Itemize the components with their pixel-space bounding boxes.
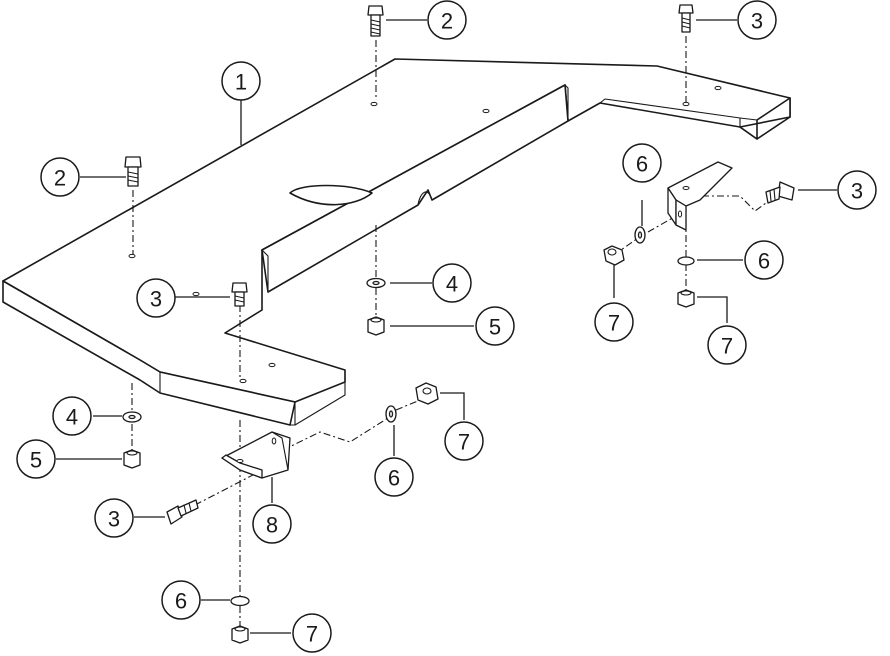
nut-right xyxy=(677,289,695,308)
callout-7: 7 xyxy=(444,421,484,461)
callout-4-label: 4 xyxy=(446,272,458,297)
callout-6: 6 xyxy=(161,580,201,620)
bolt-top-center xyxy=(367,5,384,37)
callout-5: 5 xyxy=(16,439,56,479)
callout-2: 2 xyxy=(40,157,80,197)
nut-mid xyxy=(367,316,385,336)
nut-left xyxy=(123,449,141,469)
mounting-plate xyxy=(2,58,791,426)
leader-lines xyxy=(56,19,837,634)
callout-6-label: 6 xyxy=(388,466,400,491)
callout-8-label: 8 xyxy=(266,513,278,538)
callout-7-label: 7 xyxy=(458,430,470,455)
bolt-bottom xyxy=(166,499,199,525)
callout-7-label: 7 xyxy=(608,311,620,336)
bracket-bottom xyxy=(221,431,291,479)
hardware xyxy=(122,4,795,644)
callout-5: 5 xyxy=(475,306,515,346)
callout-6-label: 6 xyxy=(636,152,648,177)
callout-6-label: 6 xyxy=(175,589,187,614)
callout-3: 3 xyxy=(94,498,134,538)
callouts: 1 2 2 3 3 3 3 4 xyxy=(16,0,877,653)
nut-bottom xyxy=(231,625,249,644)
bolt-right xyxy=(765,181,795,204)
callout-7-label: 7 xyxy=(721,334,733,359)
callout-5-label: 5 xyxy=(30,448,42,473)
callout-7: 7 xyxy=(292,613,332,653)
callout-2-label: 2 xyxy=(441,9,453,34)
callout-3-label: 3 xyxy=(751,9,763,34)
callout-3-label: 3 xyxy=(150,287,162,312)
washer-right xyxy=(677,256,695,266)
callout-4: 4 xyxy=(432,263,472,303)
callout-6-label: 6 xyxy=(758,249,770,274)
callout-7: 7 xyxy=(594,302,634,342)
callout-3-label: 3 xyxy=(851,179,863,204)
callout-1: 1 xyxy=(221,61,261,101)
callout-4: 4 xyxy=(52,396,92,436)
callout-7: 7 xyxy=(707,325,747,365)
callout-1-label: 1 xyxy=(235,70,247,95)
callout-3: 3 xyxy=(737,0,777,40)
bracket-right xyxy=(667,161,733,231)
bolt-top-right xyxy=(678,4,694,33)
nut-right-left xyxy=(603,245,625,266)
callout-6: 6 xyxy=(622,143,662,183)
callout-6: 6 xyxy=(744,240,784,280)
callout-7-label: 7 xyxy=(306,622,318,647)
callout-2-label: 2 xyxy=(54,166,66,191)
callout-3: 3 xyxy=(837,170,877,210)
callout-6: 6 xyxy=(374,457,414,497)
callout-3-label: 3 xyxy=(108,507,120,532)
bolt-mid xyxy=(231,282,248,307)
callout-4-label: 4 xyxy=(66,405,78,430)
washer-bottom xyxy=(230,595,250,607)
callout-2: 2 xyxy=(427,0,467,40)
callout-8: 8 xyxy=(252,504,292,544)
callout-5-label: 5 xyxy=(489,315,501,340)
nut-mid-7 xyxy=(415,382,439,405)
bolt-left xyxy=(124,156,142,187)
callout-3: 3 xyxy=(136,278,176,318)
